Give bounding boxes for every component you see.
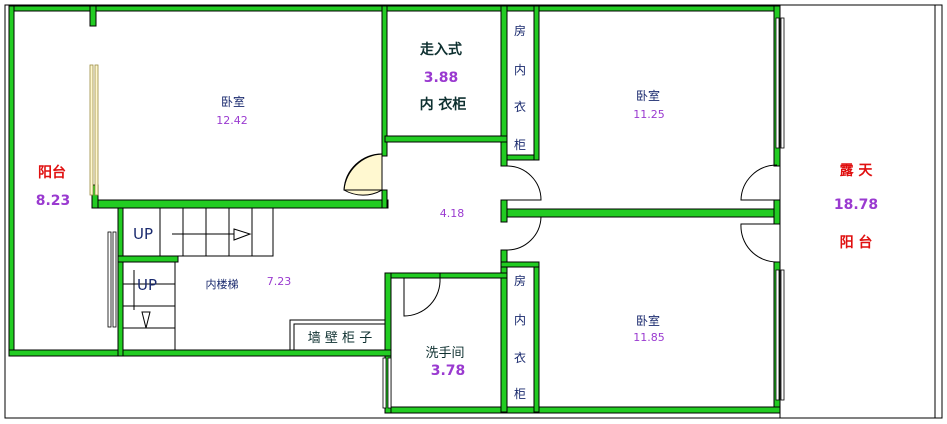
bedroom-top-right-area: 11.25 xyxy=(633,108,665,121)
closet-top-char-2: 内 xyxy=(514,63,526,77)
bedroom-left-name: 卧室 xyxy=(221,94,245,109)
balcony-left-area: 8.23 xyxy=(36,193,71,209)
closet-bottom-char-1: 房 xyxy=(514,273,526,288)
staircase xyxy=(122,207,274,351)
walkin-closet-area: 3.88 xyxy=(424,70,459,86)
terrace-name-2: 阳 台 xyxy=(840,234,873,251)
stairs-up-label-2: UP xyxy=(137,276,157,294)
walkin-closet-name-1: 走入式 xyxy=(420,41,462,58)
terrace-area: 18.78 xyxy=(834,197,878,213)
stairs-area: 7.23 xyxy=(267,275,292,288)
closet-top-char-3: 衣 xyxy=(514,99,526,114)
bedroom-bottom-right-name: 卧室 xyxy=(636,313,660,328)
stairs-up-label-1: UP xyxy=(133,225,153,243)
balcony-left-name: 阳台 xyxy=(38,164,66,181)
walkin-closet-name-2: 内 衣柜 xyxy=(420,96,467,113)
wall-cabinet-label: 墙 壁 柜 子 xyxy=(308,331,372,346)
hall-area: 4.18 xyxy=(440,207,465,220)
bathroom-name: 洗手间 xyxy=(425,346,464,361)
closet-outlines xyxy=(506,10,535,408)
closet-bottom-char-2: 内 xyxy=(514,313,526,327)
wall-cabinet-box xyxy=(289,319,386,351)
closet-top-char-1: 房 xyxy=(514,23,526,38)
balcony-sliding-door xyxy=(89,64,99,196)
closet-bottom-char-3: 衣 xyxy=(514,350,526,365)
terrace-windows xyxy=(107,17,785,409)
stairs-name: 内楼梯 xyxy=(206,277,239,291)
walls xyxy=(8,5,781,414)
doors xyxy=(343,153,778,317)
terrace-name-1: 露 天 xyxy=(840,162,874,179)
stair-arrow-right xyxy=(233,228,252,241)
bathroom-area: 3.78 xyxy=(431,363,466,379)
bedroom-left-area: 12.42 xyxy=(216,114,248,127)
bedroom-bottom-right-area: 11.85 xyxy=(633,331,665,344)
bedroom-top-right-name: 卧室 xyxy=(636,88,660,103)
stair-arrow-down xyxy=(141,311,151,329)
closet-top-char-4: 柜 xyxy=(514,138,526,152)
closet-bottom-char-4: 柜 xyxy=(514,387,526,401)
